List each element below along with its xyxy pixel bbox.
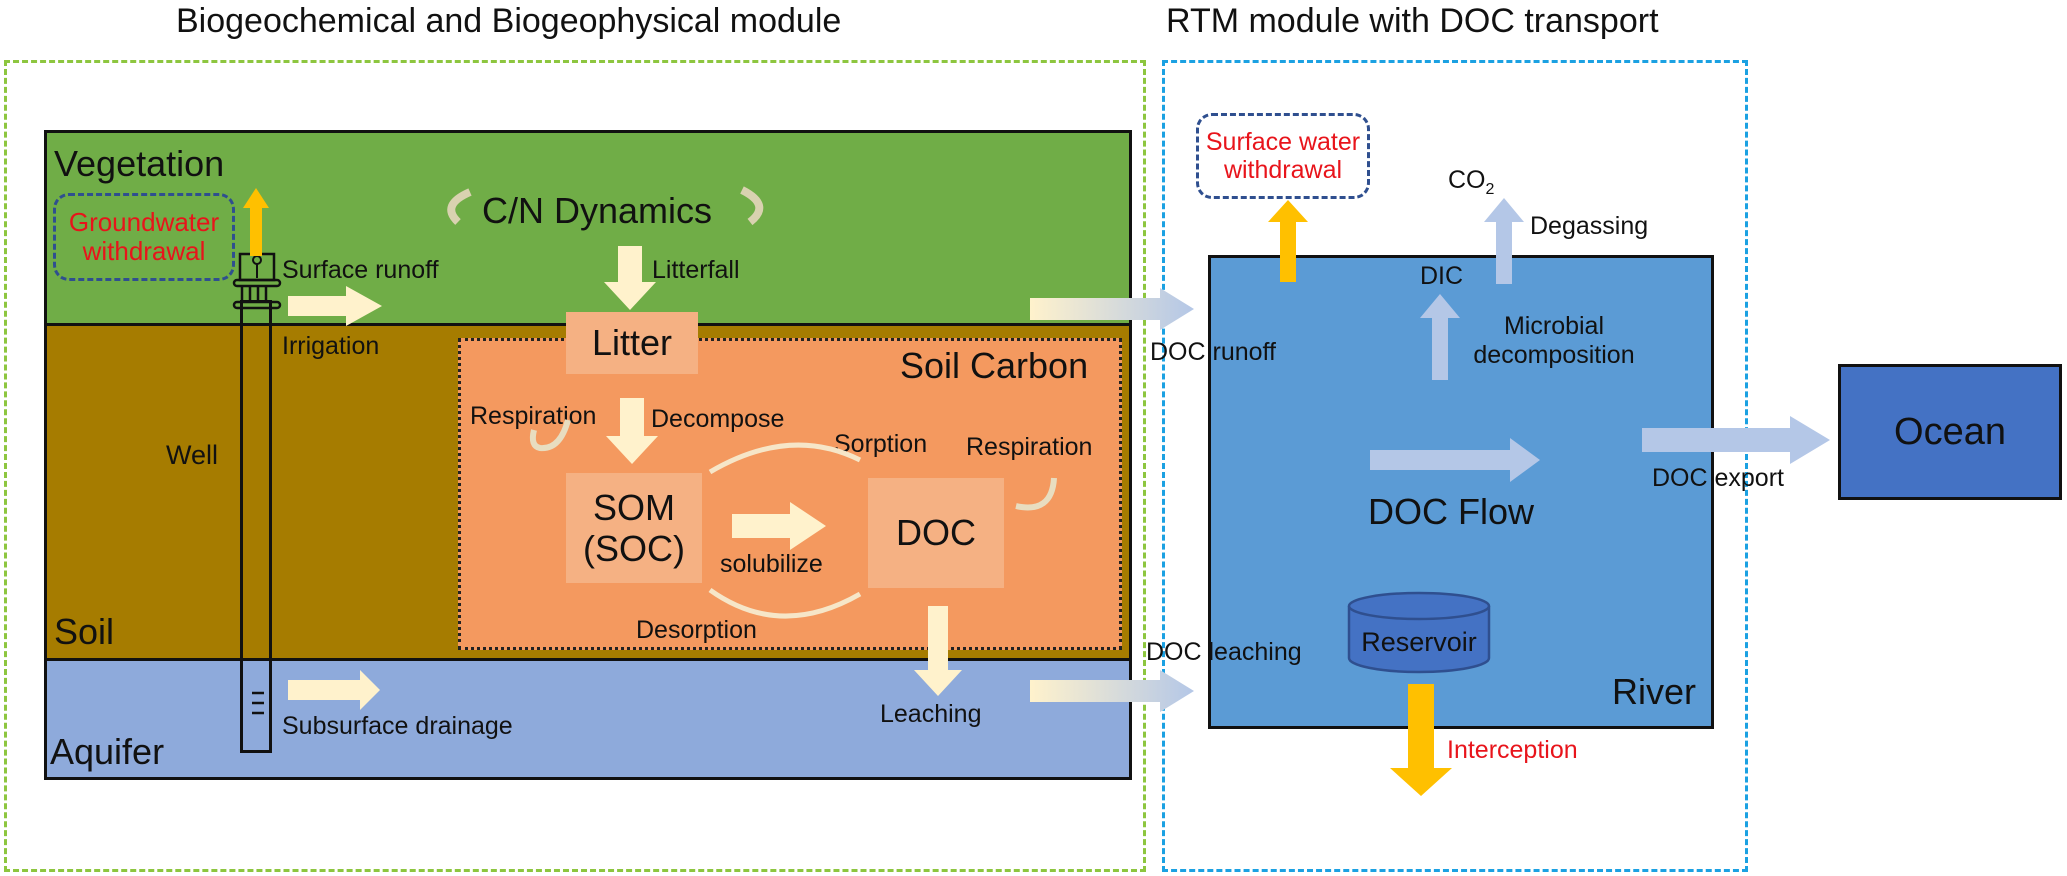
desorption-label: Desorption: [636, 616, 757, 644]
degassing-label: Degassing: [1530, 212, 1649, 240]
reservoir-text: Reservoir: [1361, 626, 1477, 657]
well-shaft: [240, 300, 272, 753]
decompose-label: Decompose: [651, 405, 785, 433]
surface-water-withdrawal-box: Surface water withdrawal: [1196, 113, 1370, 199]
respiration-right-label: Respiration: [966, 433, 1093, 461]
doc-pool-label: DOC: [896, 512, 976, 553]
doc-flow-label: DOC Flow: [1368, 491, 1535, 532]
co2-text: CO: [1448, 166, 1486, 194]
dic-label: DIC: [1420, 262, 1464, 290]
well-screen-icon: [252, 691, 264, 715]
groundwater-withdrawal-line2: withdrawal: [82, 236, 206, 266]
leaching-label: Leaching: [880, 700, 982, 728]
river-label: River: [1612, 671, 1697, 712]
doc-runoff-label: DOC runoff: [1150, 338, 1276, 366]
doc-export-label: DOC export: [1652, 464, 1784, 492]
subsurface-drainage-label: Subsurface drainage: [282, 712, 513, 740]
soil-label: Soil: [54, 611, 115, 652]
respiration-left-label: Respiration: [470, 402, 597, 430]
litter-pool: Litter: [566, 312, 698, 374]
surface-water-withdrawal-line2: withdrawal: [1223, 156, 1343, 184]
soil-carbon-title: Soil Carbon: [900, 345, 1089, 386]
co2-subscript: 2: [1485, 181, 1495, 198]
doc-leaching-label: DOC leaching: [1146, 638, 1302, 666]
interception-label: Interception: [1447, 736, 1578, 764]
soc-label: (SOC): [583, 528, 685, 569]
pump-icon: [232, 252, 282, 310]
ocean-label: Ocean: [1894, 410, 2006, 453]
microbial-decomposition-label: Microbial decomposition: [1434, 312, 1674, 370]
reservoir-icon: [1347, 591, 1491, 674]
right-module-title: RTM module with DOC transport: [1166, 2, 1659, 40]
microbial-line1: Microbial: [1503, 312, 1605, 340]
microbial-line2: decomposition: [1473, 340, 1635, 369]
groundwater-withdrawal-box: Groundwater withdrawal: [53, 193, 235, 281]
irrigation-label: Irrigation: [282, 332, 380, 360]
ocean-box: Ocean: [1838, 364, 2062, 500]
surface-runoff-label: Surface runoff: [282, 256, 439, 284]
vegetation-label: Vegetation: [54, 143, 225, 184]
sorption-label: Sorption: [834, 430, 928, 458]
groundwater-withdrawal-line1: Groundwater: [68, 207, 220, 238]
litterfall-label: Litterfall: [652, 256, 740, 284]
biogeochemical-module-frame: [4, 60, 1146, 872]
doc-pool: DOC: [868, 478, 1004, 588]
som-label: SOM: [592, 486, 675, 528]
cn-dynamics-label: C/N Dynamics: [482, 190, 713, 231]
rtm-module-frame: [1162, 60, 1748, 872]
vegetation-layer: [44, 130, 1132, 325]
solubilize-label: solubilize: [720, 550, 823, 578]
left-module-title: Biogeochemical and Biogeophysical module: [176, 2, 842, 40]
som-pool: SOM (SOC): [566, 473, 702, 583]
litter-label: Litter: [591, 322, 673, 363]
well-label: Well: [166, 440, 219, 470]
aquifer-label: Aquifer: [50, 731, 165, 772]
reservoir-label: Reservoir: [1346, 620, 1492, 664]
surface-water-withdrawal-line1: Surface water: [1205, 128, 1361, 156]
co2-label: CO2: [1448, 168, 1494, 198]
